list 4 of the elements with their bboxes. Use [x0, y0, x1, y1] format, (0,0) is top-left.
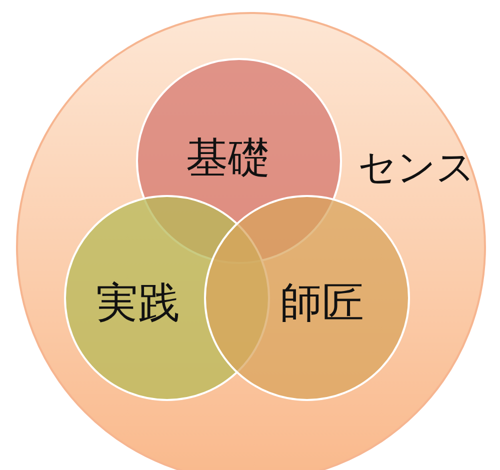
circle-label: 実践 — [96, 277, 180, 329]
circle-label: センス — [358, 144, 475, 191]
circle-label: 基礎 — [186, 132, 270, 184]
circle-label: 師匠 — [280, 277, 364, 329]
